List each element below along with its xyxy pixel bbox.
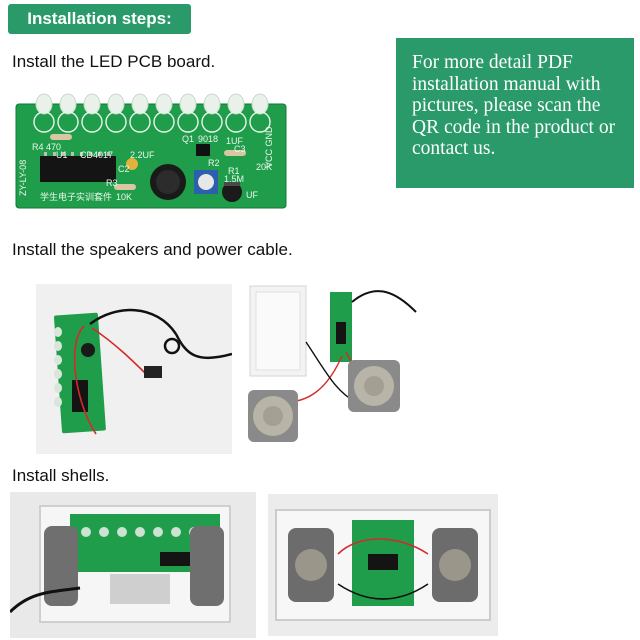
pcb-label-uf: UF: [246, 190, 258, 200]
speaker-assembly-photo: [246, 282, 422, 448]
pcb-label-r1value: 1.5M: [224, 174, 244, 184]
pcb-label-side: ZY-LY-08: [18, 160, 28, 196]
pcb-label-r1: R1: [228, 166, 240, 176]
step-2-title: Install the speakers and power cable.: [12, 240, 293, 259]
info-box: For more detail PDF installation manual …: [396, 38, 634, 188]
pcb-label-r3: R3: [106, 178, 118, 188]
pcb-label-vcc: VCC GND: [264, 126, 274, 168]
shell-front-photo: [10, 492, 256, 638]
pcb-label-c2: C2: [118, 164, 130, 174]
led-pcb-photo: R4 470 U1 CD4017 R3 C2 2.2UF Q1 9018 1UF…: [10, 86, 292, 214]
installation-steps-badge: Installation steps:: [8, 4, 191, 34]
step-3-title: Install shells.: [12, 466, 110, 485]
pcb-label-transistor: 9018: [198, 134, 218, 144]
pcb-label-r4: R4 470: [32, 142, 61, 152]
pcb-label-u1: U1: [56, 150, 68, 160]
pcb-wiring-photo: [36, 284, 232, 454]
info-box-text: For more detail PDF installation manual …: [412, 52, 616, 159]
shell-top-photo: [268, 494, 498, 636]
pcb-label-cap1: 2.2UF: [130, 150, 155, 160]
pcb-label-10k: 10K: [116, 192, 132, 202]
step-1-title: Install the LED PCB board.: [12, 52, 216, 71]
pcb-label-footer: 学生电子实训套件: [40, 191, 112, 202]
pcb-label-c3: C3: [234, 144, 246, 154]
pcb-label-r2: R2: [208, 158, 220, 168]
pcb-label-pot: 20K: [256, 162, 272, 172]
pcb-label-ic: CD4017: [80, 150, 113, 160]
pcb-label-c3value: 1UF: [226, 136, 244, 146]
pcb-label-q: Q1: [182, 134, 194, 144]
badge-label: Installation steps:: [27, 9, 172, 28]
